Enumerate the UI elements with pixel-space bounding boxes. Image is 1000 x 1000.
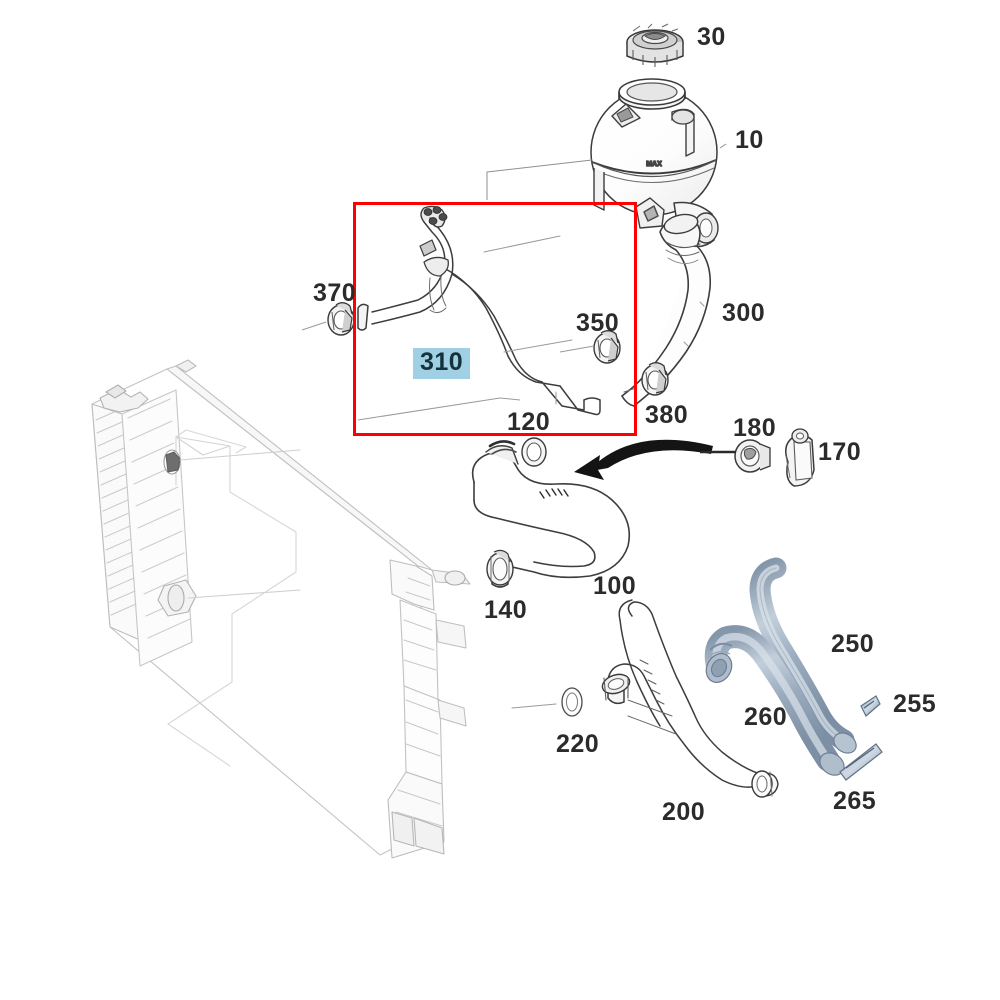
part-label-coolant-expansion-tank[interactable]: 10 xyxy=(735,126,764,154)
part-label-hose-clamp-140[interactable]: 140 xyxy=(484,596,528,624)
hose-clamp-140 xyxy=(486,549,514,586)
radiator-hose-200 xyxy=(511,599,779,798)
part-label-hose-clamp-350[interactable]: 350 xyxy=(576,309,620,337)
part-label-hose-clamp-380[interactable]: 380 xyxy=(645,401,689,429)
part-label-coolant-pipe-260[interactable]: 260 xyxy=(744,703,788,731)
part-label-retaining-clip-265[interactable]: 265 xyxy=(833,787,877,815)
part-label-radiator-hose-200[interactable]: 200 xyxy=(662,798,706,826)
part-label-radiator-hose-100[interactable]: 100 xyxy=(593,572,637,600)
expansion-tank-10: MAX xyxy=(486,78,727,248)
part-label-thermostat-housing-clamp-170[interactable]: 170 xyxy=(818,438,862,466)
part-label-coolant-hose-120[interactable]: 120 xyxy=(507,408,551,436)
part-label-coolant-pipe-250[interactable]: 250 xyxy=(831,630,875,658)
part-label-expansion-tank-cap[interactable]: 30 xyxy=(697,23,726,51)
coolant-hose-120 xyxy=(357,397,521,421)
part-label-retaining-clip-255[interactable]: 255 xyxy=(893,690,937,718)
clamp-370 xyxy=(301,302,355,336)
part-label-hose-clamp-370[interactable]: 370 xyxy=(313,279,357,307)
part-label-coolant-hose-300[interactable]: 300 xyxy=(722,299,766,327)
clamp-380 xyxy=(641,362,669,396)
coolant-hose-310-highlighted xyxy=(357,205,601,416)
part-label-coolant-hose-310[interactable]: 310 xyxy=(413,348,471,379)
upper-hose-clamps xyxy=(301,302,669,396)
part-label-thermostat-180[interactable]: 180 xyxy=(733,414,777,442)
clamp-350 xyxy=(559,330,621,364)
coolant-pipes-250-260 xyxy=(704,557,883,781)
expansion-tank-cap-30 xyxy=(626,23,684,67)
assembly-direction-arrow xyxy=(574,439,713,480)
svg-text:MAX: MAX xyxy=(646,161,662,168)
part-label-o-ring-seal-220[interactable]: 220 xyxy=(556,730,600,758)
thermostat-180-and-clamp-170 xyxy=(700,428,815,487)
radiator-assembly xyxy=(91,359,471,859)
